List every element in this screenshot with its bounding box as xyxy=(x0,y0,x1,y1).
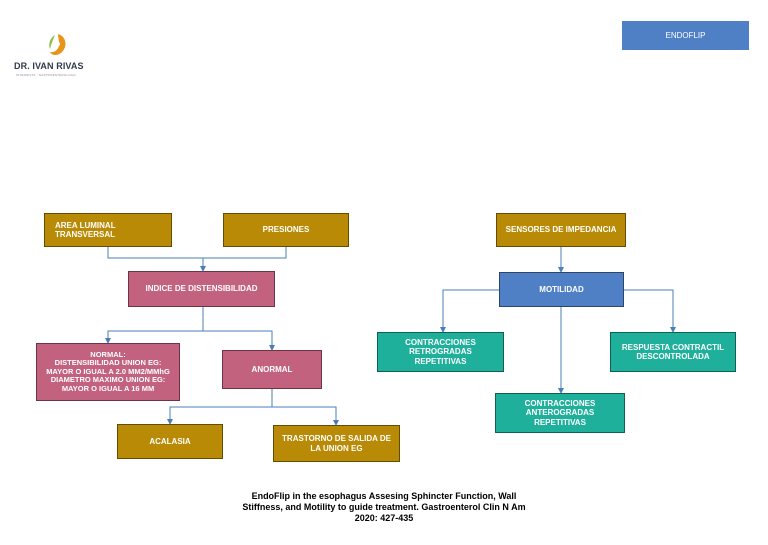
logo-name: DR. IVAN RIVAS xyxy=(14,61,84,71)
node-contracciones-anterogradas: CONTRACCIONES ANTEROGRADAS REPETITIVAS xyxy=(495,393,625,433)
connector-motilidad-retrogradas xyxy=(440,289,499,333)
node-anormal: ANORMAL xyxy=(222,350,322,389)
citation: EndoFlip in the esophagus Assesing Sphin… xyxy=(242,491,526,523)
endoflip-header-box: ENDOFLIP xyxy=(622,21,749,50)
node-normal: NORMAL: DISTENSIBILIDAD UNION EG: MAYOR … xyxy=(36,343,180,401)
node-contracciones-retrogradas: CONTRACCIONES RETROGRADAS REPETITIVAS xyxy=(377,332,504,372)
node-indice-distensibilidad: INDICE DE DISTENSIBILIDAD xyxy=(128,271,275,307)
node-area-luminal: AREA LUMINAL TRANSVERSAL xyxy=(44,213,172,247)
logo-icon xyxy=(49,34,66,55)
connector-anormal-acalasia xyxy=(167,389,273,425)
connector-presiones-indice xyxy=(203,247,287,259)
node-respuesta-contractil: RESPUESTA CONTRACTIL DESCONTROLADA xyxy=(610,332,736,372)
connector-indice-normal xyxy=(105,307,204,344)
connector-anormal-trastorno xyxy=(272,406,339,426)
node-trastorno-salida: TRASTORNO DE SALIDA DE LA UNION EG xyxy=(273,425,400,462)
logo: DR. IVAN RIVAS INTERNISTA · GASTROENTERO… xyxy=(14,32,104,84)
node-acalasia: ACALASIA xyxy=(117,424,223,459)
connector-indice-anormal xyxy=(203,330,275,351)
node-sensores-impedancia: SENSORES DE IMPEDANCIA xyxy=(496,213,626,247)
connector-area-indice xyxy=(107,247,206,272)
logo-tagline: INTERNISTA · GASTROENTEROLOGO xyxy=(16,73,76,77)
connector-motilidad-respuesta xyxy=(624,289,676,333)
node-presiones: PRESIONES xyxy=(223,213,349,247)
node-motilidad: MOTILIDAD xyxy=(499,272,624,307)
